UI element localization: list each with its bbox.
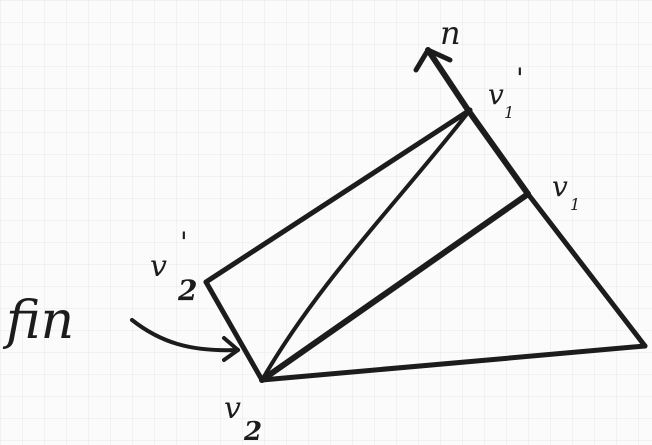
label-v1-prime-v: v [488,78,504,111]
label-v2-v: v [224,391,241,426]
edge-v2prime-v1prime [206,110,470,282]
fin-pointer-curve [132,320,238,350]
edge-v2-corner [262,346,645,380]
label-v2-prime: v 2 ' [150,226,197,307]
label-v2-prime-v: v [150,249,167,284]
label-v2-prime-mark: ' [180,226,188,259]
label-v2: v 2 [224,391,262,445]
label-v1-prime-sub: 1 [504,103,514,122]
label-normal: n [440,14,461,52]
label-v2-prime-sub: 2 [177,274,197,307]
triangle [262,194,645,380]
edge-v2prime-v2 [206,282,262,380]
normal-arrow [416,50,528,194]
label-v1-sub: 1 [570,195,580,214]
fin-quad [206,110,470,380]
label-fin: fin [2,291,74,351]
label-v1-prime: v 1 ' [488,62,524,122]
label-v2-sub: 2 [243,417,262,445]
label-v1-v: v [552,170,568,203]
label-v1-prime-mark: ' [516,62,524,95]
diagonal-v2-v1prime [262,110,470,380]
normal-line [428,50,528,194]
fin-pointer [132,320,238,360]
edge-v1-corner [528,194,645,346]
label-v1: v 1 [552,170,580,214]
